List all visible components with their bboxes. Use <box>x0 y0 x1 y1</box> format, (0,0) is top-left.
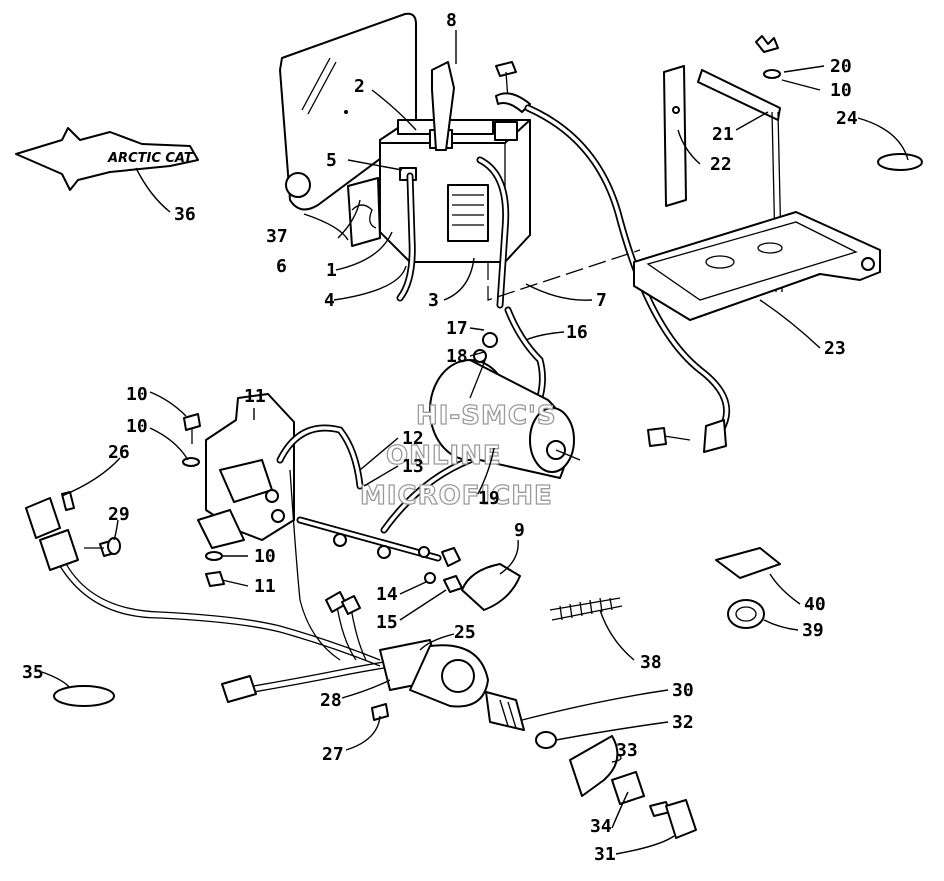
callout-2: 2 <box>354 76 365 97</box>
callout-12: 10 <box>126 384 148 405</box>
callout-10-left: 10 <box>126 416 148 437</box>
callout-16: 14 <box>376 584 398 605</box>
battery-tray <box>633 211 881 321</box>
callout-10-top: 10 <box>830 80 852 101</box>
watermark: HI-SMC'S ONLINE MICROFICHE <box>359 400 557 511</box>
watermark-line-3: MICROFICHE <box>360 481 553 511</box>
starter-solenoid <box>197 393 295 549</box>
callout-25: 23 <box>824 338 846 359</box>
callout-37: 35 <box>22 662 44 683</box>
callout-26: 24 <box>836 108 858 129</box>
callout-5: 5 <box>326 150 337 171</box>
springs-and-clip <box>549 547 781 629</box>
callout-11: 11 <box>254 576 276 597</box>
callout-24: 22 <box>710 154 732 175</box>
ignition-switch <box>409 644 697 839</box>
callout-18: 16 <box>566 322 588 343</box>
callout-35: 33 <box>616 740 638 761</box>
callout-1: 1 <box>326 260 337 281</box>
callout-38: 36 <box>174 204 196 225</box>
callout-33: 31 <box>594 844 616 865</box>
callout-42: 40 <box>804 594 826 615</box>
callout-32: 30 <box>672 680 694 701</box>
callout-29: 27 <box>322 744 344 765</box>
callout-22: 20 <box>830 56 852 77</box>
callout-7: 7 <box>596 290 607 311</box>
callout-10-mid: 10 <box>254 546 276 567</box>
solenoid-cables <box>276 424 474 593</box>
cable-tie-37 <box>53 685 115 707</box>
callout-40: 38 <box>640 652 662 673</box>
callout-23: 21 <box>712 124 734 145</box>
callout-14: 12 <box>402 428 424 449</box>
logo-text: ARCTIC CAT <box>107 151 194 166</box>
callout-13: 11 <box>244 386 266 407</box>
battery <box>379 119 531 263</box>
callout-15: 13 <box>402 456 424 477</box>
callout-36: 34 <box>590 816 612 837</box>
leader-lines <box>41 30 909 855</box>
callout-4: 4 <box>324 290 335 311</box>
watermark-line-2: ONLINE <box>386 441 502 471</box>
callout-9: 9 <box>514 520 525 541</box>
reference-line <box>487 249 641 301</box>
cable-tie-26 <box>877 153 923 171</box>
callout-6: 6 <box>276 256 287 277</box>
arctic-cat-logo: ARCTIC CAT <box>15 127 199 191</box>
rubber-boot <box>461 563 521 611</box>
fasteners <box>107 357 487 721</box>
callout-30: 28 <box>320 690 342 711</box>
callout-31: 29 <box>108 504 130 525</box>
watermark-line-1: HI-SMC'S <box>416 401 557 431</box>
terminal-boot <box>431 61 455 151</box>
callout-20: 18 <box>446 346 468 367</box>
callout-3: 3 <box>428 290 439 311</box>
callout-8: 8 <box>446 10 457 31</box>
battery-pad <box>347 177 381 247</box>
callout-17: 15 <box>376 612 398 633</box>
callout-27: 25 <box>454 622 476 643</box>
callout-39: 37 <box>266 226 288 247</box>
callout-34: 32 <box>672 712 694 733</box>
callout-28: 26 <box>108 442 130 463</box>
callouts: 8 2 5 37 6 1 4 3 7 20 10 21 22 24 23 16 … <box>22 10 858 865</box>
callout-41: 39 <box>802 620 824 641</box>
callout-21: 19 <box>478 488 500 509</box>
callout-19: 17 <box>446 318 468 339</box>
